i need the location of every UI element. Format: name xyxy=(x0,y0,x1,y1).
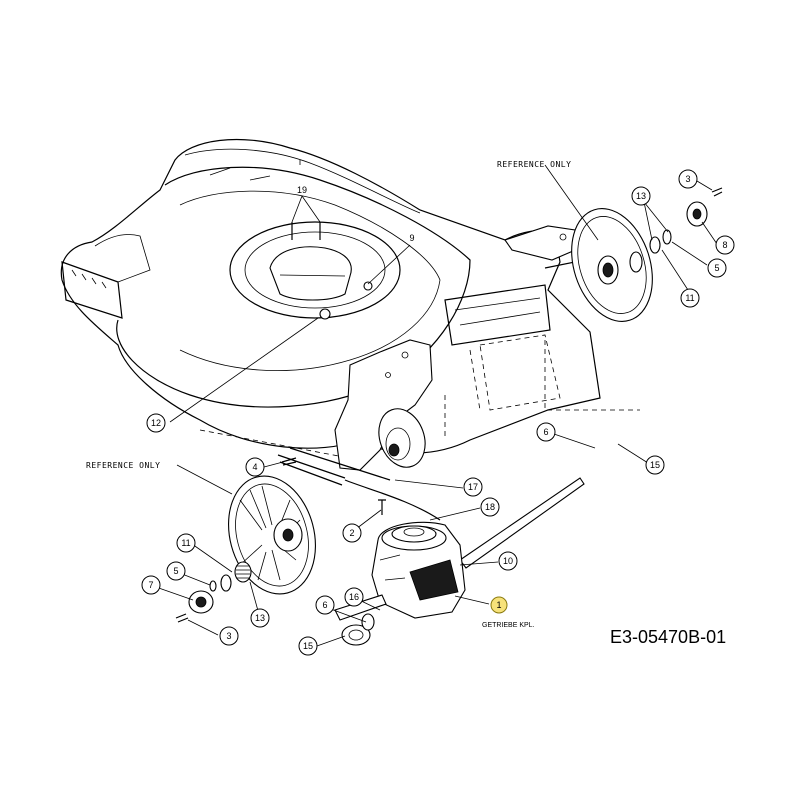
callout-label: 9 xyxy=(409,233,414,243)
callout-label: 4 xyxy=(252,462,257,472)
callout-label: 8 xyxy=(722,240,727,250)
callout-9: 9 xyxy=(409,233,414,243)
callout-3-left: 3 xyxy=(219,626,239,646)
callout-label: 18 xyxy=(485,502,495,512)
callout-6-right: 6 xyxy=(536,422,556,442)
mower-deck xyxy=(60,138,640,461)
callout-label: 7 xyxy=(148,580,153,590)
callout-6-left: 6 xyxy=(315,595,335,615)
callout-10: 10 xyxy=(498,551,518,571)
callout-label: 13 xyxy=(636,191,646,201)
callout-13-right: 13 xyxy=(631,186,651,206)
reference-only-label-top: REFERENCE ONLY xyxy=(497,160,571,169)
callout-label: 5 xyxy=(173,566,178,576)
callout-label: 15 xyxy=(650,460,660,470)
callout-label: 12 xyxy=(151,418,161,428)
callout-11-left: 11 xyxy=(176,533,196,553)
assembly-note: GETRIEBE KPL. xyxy=(482,622,535,629)
callout-4: 4 xyxy=(245,457,265,477)
callout-label: 2 xyxy=(349,528,354,538)
callout-3-right: 3 xyxy=(678,169,698,189)
callout-label: 13 xyxy=(255,613,265,623)
callout-label: 19 xyxy=(297,185,307,195)
callout-16: 16 xyxy=(344,587,364,607)
callout-label: 15 xyxy=(303,641,313,651)
callout-17: 17 xyxy=(463,477,483,497)
callout-13-left: 13 xyxy=(250,608,270,628)
callout-label: 3 xyxy=(685,174,690,184)
drawing-code: E3-05470B-01 xyxy=(610,627,726,647)
callout-label: 6 xyxy=(322,600,327,610)
callout-12: 12 xyxy=(146,413,166,433)
rear-wheel-reference xyxy=(571,187,723,322)
callout-label: 1 xyxy=(496,600,501,610)
callout-label: 3 xyxy=(226,631,231,641)
front-wheel-reference xyxy=(175,475,316,623)
callout-label: 5 xyxy=(714,263,719,273)
callout-label: 16 xyxy=(349,592,359,602)
callout-5-left: 5 xyxy=(166,561,186,581)
callout-15-left: 15 xyxy=(298,636,318,656)
callout-19: 19 xyxy=(297,185,307,195)
callout-1: 1 xyxy=(490,596,508,614)
callout-8-right: 8 xyxy=(715,235,735,255)
callout-label: 6 xyxy=(543,427,548,437)
callout-11-right: 11 xyxy=(680,288,700,308)
callout-label: 11 xyxy=(685,293,694,303)
callout-label: 10 xyxy=(503,556,513,566)
callout-18: 18 xyxy=(480,497,500,517)
callout-15-right: 15 xyxy=(645,455,665,475)
callout-5-right: 5 xyxy=(707,258,727,278)
callout-label: 11 xyxy=(181,538,190,548)
callout-7: 7 xyxy=(141,575,161,595)
callout-label: 17 xyxy=(468,482,478,492)
leader-lines xyxy=(152,164,718,647)
drive-assembly xyxy=(277,339,585,646)
reference-only-label-left: REFERENCE ONLY xyxy=(86,461,160,470)
callout-2: 2 xyxy=(342,523,362,543)
